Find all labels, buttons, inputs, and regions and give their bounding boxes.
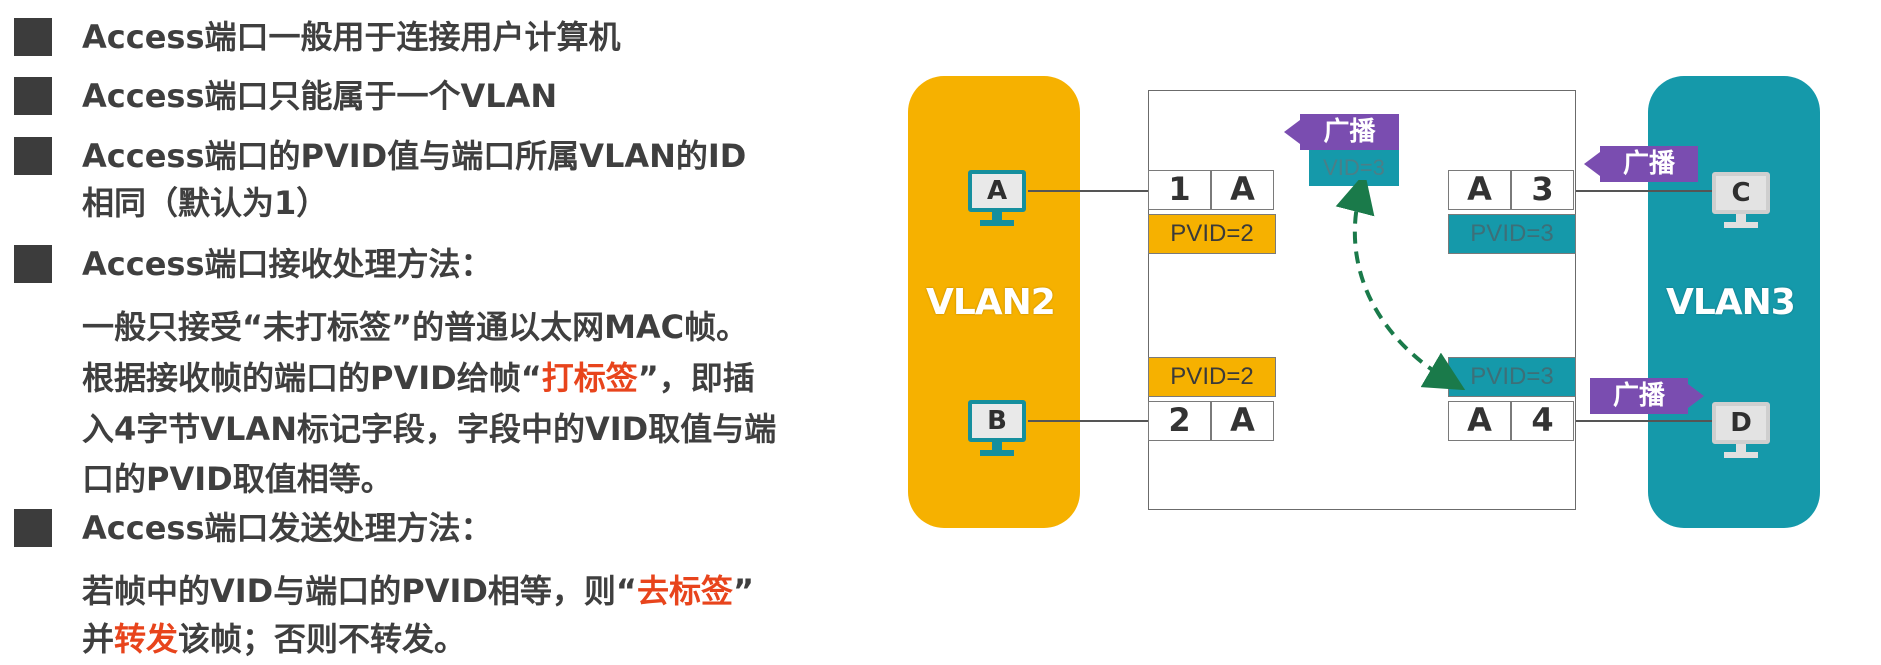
send-desc-line2: 并转发该帧；否则不转发。 [82,620,467,658]
broadcast-arrow-c-left [1584,152,1600,176]
link-b-port2 [1028,420,1150,422]
vid-tag: VID=3 [1309,150,1399,186]
receive-desc-line4: 口的PVID取值相等。 [82,460,393,498]
port2-pvid: PVID=2 [1148,357,1276,397]
port3-pvid: PVID=3 [1448,214,1576,254]
host-d-label: D [1712,402,1770,444]
bullet-marker-3 [14,137,52,175]
bullet-text-3a: Access端口的PVID值与端口所属VLAN的ID [82,137,747,175]
receive-desc-line1: 一般只接受“未打标签”的普通以太网MAC帧。 [82,308,749,346]
dashed-forwarding-arrow [1335,180,1466,390]
receive-desc-line2: 根据接收帧的端口的PVID给帧“打标签”，即插 [82,359,755,397]
bullet-marker-1 [14,18,52,56]
link-a-port1 [1028,190,1150,192]
bullet-text-2: Access端口只能属于一个VLAN [82,77,558,115]
host-b-label: B [968,400,1026,442]
bullet-text-3b: 相同（默认为1） [82,184,329,222]
port2-number: 2 [1148,401,1211,441]
vlan3-label: VLAN3 [1666,282,1796,323]
link-port4-d [1576,420,1716,422]
link-port3-c [1576,190,1716,192]
broadcast-label-c: 广播 [1600,146,1698,182]
broadcast-label-top: 广播 [1300,114,1399,150]
host-d: D [1712,402,1770,460]
host-c: C [1712,172,1770,230]
host-c-label: C [1712,172,1770,214]
port1-pvid: PVID=2 [1148,214,1276,254]
broadcast-arrow-d-right [1688,384,1704,408]
bullet-text-1: Access端口一般用于连接用户计算机 [82,18,621,56]
host-a-label: A [968,170,1026,212]
port4-vlan: A [1448,401,1511,441]
bullet-marker-5 [14,509,52,547]
port1-vlan: A [1211,170,1274,210]
send-desc-line1: 若帧中的VID与端口的PVID相等，则“去标签” [82,572,755,610]
port2-vlan: A [1211,401,1274,441]
vlan2-label: VLAN2 [926,282,1056,323]
bullet-text-4: Access端口接收处理方法： [82,245,493,283]
host-b: B [968,400,1026,458]
port3-number: 3 [1511,170,1574,210]
bullet-text-5: Access端口发送处理方法： [82,509,493,547]
host-a: A [968,170,1026,228]
receive-desc-line3: 入4字节VLAN标记字段，字段中的VID取值与端 [82,410,777,448]
broadcast-arrow-top-left [1284,120,1300,144]
port1-number: 1 [1148,170,1211,210]
port4-number: 4 [1511,401,1574,441]
port4-pvid: PVID=3 [1448,357,1576,397]
bullet-marker-4 [14,245,52,283]
bullet-marker-2 [14,77,52,115]
broadcast-label-d: 广播 [1590,378,1688,414]
